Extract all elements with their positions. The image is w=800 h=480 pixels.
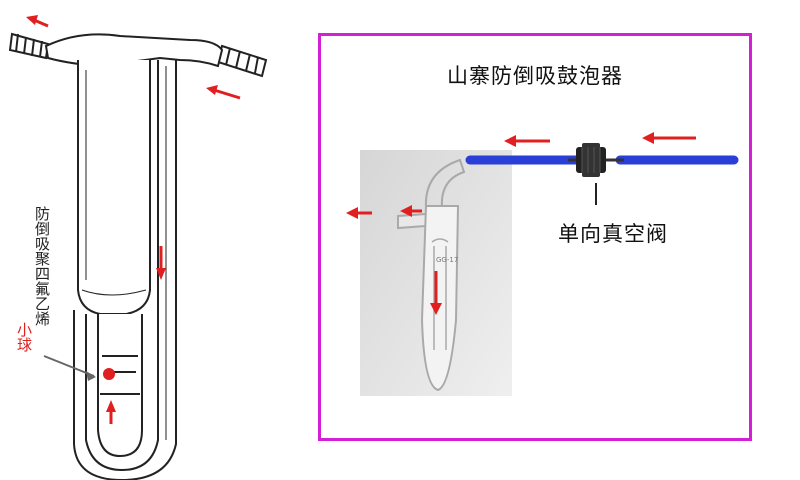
inner-tube [97, 314, 143, 458]
svg-text:GG-17: GG-17 [436, 256, 458, 264]
arrow-out-topleft [26, 15, 49, 28]
main-body [77, 60, 151, 315]
arrow-tube-right [642, 132, 696, 144]
arrow-photo-down [430, 271, 442, 315]
diagram-frame [318, 33, 752, 441]
arrow-down-return [156, 246, 166, 280]
frame-title: 山寨防倒吸鼓泡器 [447, 64, 623, 88]
valve-ball [103, 368, 115, 380]
ball-pointer [43, 355, 95, 377]
return-tube-outer [73, 60, 177, 480]
flow-arrows [26, 15, 241, 424]
left-hose-barb [8, 32, 50, 60]
return-tube [85, 60, 159, 472]
arrow-up-inner [106, 400, 116, 424]
valve-label: 单向真空阀 [558, 222, 668, 246]
photo-arrows [346, 132, 696, 315]
arrow-photo-out [346, 207, 372, 219]
arrow-in-right [206, 85, 241, 100]
ball-vertical-label: 小球 [15, 322, 33, 352]
bubbler-line-drawing [8, 15, 268, 480]
valve-assembly [346, 132, 739, 315]
ptfe-vertical-label: 防倒吸聚四氟乙烯 [33, 206, 51, 326]
arrow-photo-sidearm [400, 205, 422, 217]
arrow-tube-left [504, 135, 550, 147]
check-valve [576, 143, 606, 177]
right-hose-barb [216, 44, 268, 78]
